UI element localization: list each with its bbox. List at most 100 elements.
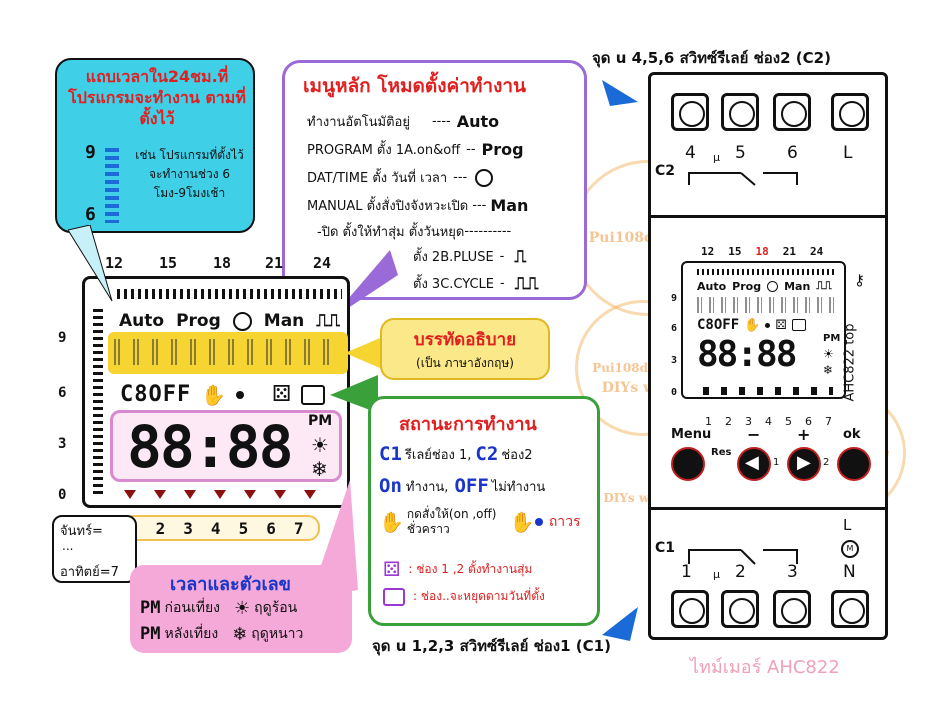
mini-hour: 12 (701, 245, 715, 258)
description-callout: บรรทัดอธิบาย (เป็น ภาษาอังกฤษ) (380, 318, 550, 380)
menu-row-manual: MANUAL ตั้งสั่งปิงจังหวะเปิด --- Man (307, 195, 528, 216)
snowflake-icon: ❄ (823, 363, 834, 377)
suitcase-icon (383, 587, 405, 606)
terminal-screw[interactable] (721, 590, 759, 628)
mini-tick-strip (697, 269, 837, 275)
sun-icon: ☀ (311, 433, 329, 457)
top-caption: จุด u 4,5,6 สวิทซ์รีเลย์ ช่อง2 (C2) (592, 49, 831, 67)
status-callout: สถานะการทำงาน C1 รีเลย์ช่อง 1, C2 ช่อง2 … (368, 396, 600, 626)
button-number: 3 (745, 415, 752, 428)
hour-label: 12 (105, 254, 124, 272)
description-title: บรรทัดอธิบาย (413, 330, 517, 350)
plus-button[interactable]: ▶ (787, 447, 821, 481)
hot-label: ฤดูร้อน (254, 600, 298, 616)
off-label: ไม่ทำงาน (491, 479, 546, 495)
button-number: 6 (805, 415, 812, 428)
menu-row-off: -ปิด ตั้งให้ทำสุ่ม ตั้งวันหยุด ---------… (317, 221, 511, 242)
mini-pm: PM (823, 333, 841, 344)
sun-icon: ☀ (234, 597, 251, 619)
menu-row-text: ตั้ง 2B.PLUSE (413, 250, 494, 265)
bottom-terminal-block: C1 L M 1 μ 2 3 N (651, 507, 885, 640)
terminal-screw[interactable] (721, 93, 759, 131)
dot-icon (534, 518, 543, 526)
terminal-screw[interactable] (671, 590, 709, 628)
timeband-n9: 9 (85, 142, 96, 163)
menu-title: เมนูหลัก โหมดตั้งค่าทำงาน (303, 75, 527, 97)
mini-mode: Prog (732, 279, 762, 293)
days-number-bar: 1 2 3 4 5 6 7 (122, 515, 320, 541)
menu-row-text: -ปิด ตั้งให้ทำสุ่ม ตั้งวันหยุด (317, 225, 465, 240)
right-arrow-icon: ▶ (797, 452, 811, 473)
mini-scale-label: 6 (671, 323, 678, 334)
timer-device: 4 μ 5 6 L C2 12 15 18 21 24 9 6 3 0 Auto… (648, 72, 888, 640)
dice-icon: ⚄ (272, 382, 292, 407)
am-code: PM (140, 598, 161, 618)
mini-mode: Man (784, 279, 811, 293)
minus-button[interactable]: ◀ (737, 447, 771, 481)
terminal-label: N (843, 562, 856, 582)
pulse-icon: ⎍ (514, 246, 527, 267)
clock-icon (475, 168, 494, 187)
snowflake-icon: ❄ (311, 457, 328, 481)
terminal-screw[interactable] (773, 590, 811, 628)
terminal-label: 1 (681, 562, 692, 582)
ok-label: ok (843, 427, 861, 442)
clock-icon (767, 280, 779, 292)
timeband-n6: 6 (85, 204, 96, 225)
cycle-icon: ⎍⎍ (514, 273, 539, 294)
button-number: 4 (765, 415, 772, 428)
menu-row-pulse: ตั้ง 2B.PLUSE - ⎍ (413, 246, 526, 267)
monday-label: จันทร์= (60, 524, 103, 539)
timeband-callout: แถบเวลาใน24ชม.ที่ โปรแกรมจะทำงาน ตามที่ต… (55, 58, 255, 233)
button-one-label: 1 (773, 457, 780, 468)
day-marker (124, 490, 136, 499)
top-caption-pointer (602, 80, 638, 106)
pm-label: หลังเที่ยง (164, 626, 219, 642)
day-number: 7 (293, 519, 304, 538)
description-sub: (เป็น ภาษาอังกฤษ) (416, 356, 514, 370)
mini-hour: 18 (755, 245, 769, 258)
terminal-screw[interactable] (831, 590, 869, 628)
timenum-row2: PM หลังเที่ยง ❄ ฤดูหนาว (140, 623, 303, 645)
description-pointer (345, 335, 387, 371)
terminal-screw[interactable] (671, 93, 709, 131)
menu-row-dash: -- (466, 142, 476, 157)
relay-contact-icon (688, 172, 798, 186)
menu-row-dash: ---- (431, 114, 451, 129)
plus-label: + (797, 425, 811, 444)
mini-status: C8OFF (697, 317, 740, 333)
timenum-callout: เวลาและตัวเลข PM ก่อนเที่ยง ☀ ฤดูร้อน PM… (130, 565, 352, 653)
day-number: 4 (210, 519, 221, 538)
terminal-label: 2 (735, 562, 746, 582)
terminal-label: L (843, 143, 853, 163)
dice-icon: ⚄ (383, 557, 401, 581)
random-label: : ช่อง 1 ,2 ตั้งทำงานสุ่ม (408, 561, 533, 576)
status-relay-row: C1 รีเลย์ช่อง 1, C2 ช่อง2 (379, 443, 533, 465)
mode-auto: Auto (119, 311, 165, 331)
menu-row-dash: --- (472, 198, 487, 213)
terminal-label: 4 (685, 143, 696, 163)
hand-icon: ✋ (509, 510, 535, 534)
ok-button[interactable] (837, 447, 871, 481)
clock-icon (232, 311, 252, 331)
day-marker (304, 490, 316, 499)
on-icon: On (379, 475, 402, 497)
timeband-example: เช่น โปรแกรมที่ตั้งไว้ จะทำงานช่วง 6 โมง… (135, 148, 244, 200)
sunday-label: อาทิตย์=7 (60, 565, 119, 580)
motor-icon: M (841, 540, 859, 558)
off-icon: OFF (454, 475, 489, 497)
menu-button[interactable] (671, 447, 705, 481)
mini-mode: Auto (697, 279, 727, 293)
timenum-title: เวลาและตัวเลข (170, 574, 291, 595)
terminal-label: 3 (787, 562, 798, 582)
lcd-screen: Auto Prog Man ⎍⎍ (82, 276, 350, 508)
status-holiday-row: : ช่อง..จะหยุดตามวันที่ตั้ง (383, 587, 545, 606)
timenum-row1: PM ก่อนเที่ยง ☀ ฤดูร้อน (140, 597, 297, 619)
c2-label: C2 (655, 163, 676, 179)
terminal-label: 5 (735, 143, 746, 163)
terminal-screw[interactable] (773, 93, 811, 131)
terminal-screw[interactable] (831, 93, 869, 131)
terminal-label: μ (713, 151, 720, 164)
dot-icon (236, 390, 245, 399)
c1-icon: C1 (379, 443, 402, 465)
